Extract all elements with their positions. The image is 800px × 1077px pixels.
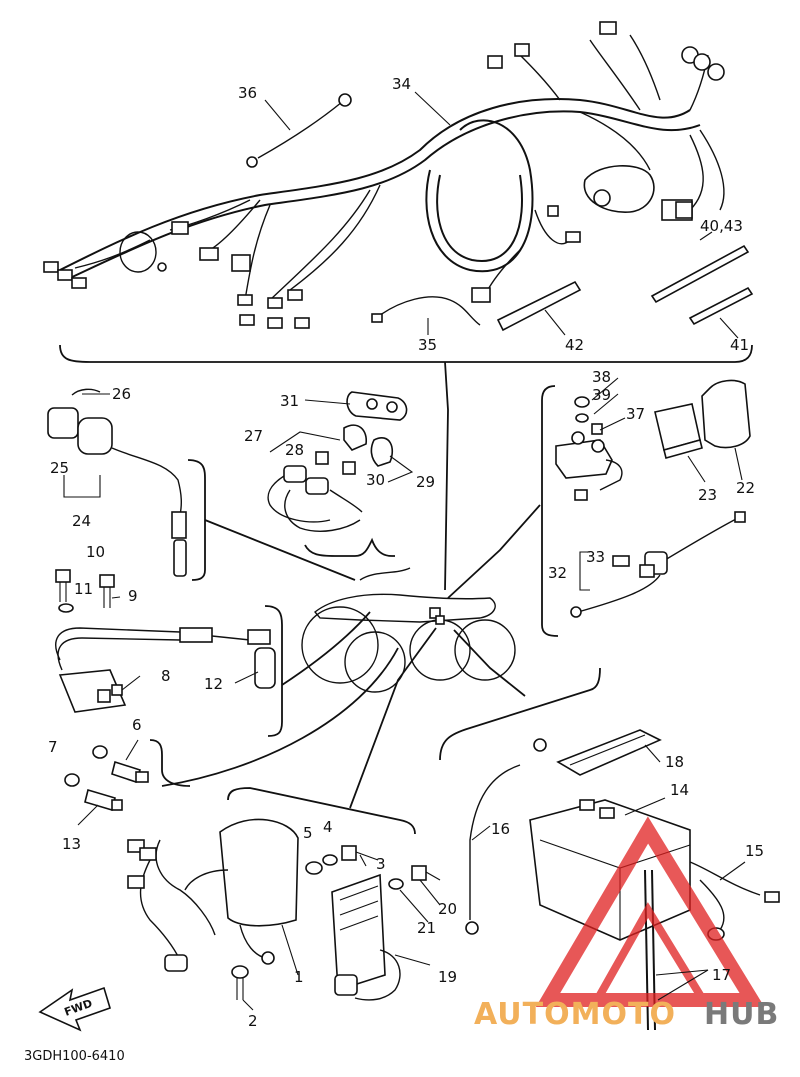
label-15: 15 [745, 842, 764, 860]
label-17: 17 [712, 966, 731, 984]
label-26: 26 [112, 385, 131, 403]
label-9: 9 [128, 587, 138, 605]
cable-band-41 [688, 286, 754, 326]
vehicle-silhouette [301, 567, 516, 693]
label-32: 32 [548, 564, 567, 582]
harness-group-bracket [59, 344, 753, 363]
label-25: 25 [50, 459, 69, 477]
label-2: 2 [248, 1012, 258, 1030]
label-14: 14 [670, 781, 689, 799]
starter-relay-37 [555, 396, 623, 501]
label-31: 31 [280, 392, 299, 410]
label-23: 23 [698, 486, 717, 504]
label-35: 35 [418, 336, 437, 354]
label-39: 39 [592, 386, 611, 404]
relay-group-bracket-right [541, 385, 559, 637]
label-4: 4 [323, 818, 333, 836]
label-30: 30 [366, 471, 385, 489]
relay-cover-22 [701, 379, 751, 449]
label-33: 33 [586, 548, 605, 566]
battery-lead-16 [465, 738, 547, 935]
cdi-group-bracket [227, 787, 416, 835]
label-10: 10 [86, 543, 105, 561]
switch-group-bracket [149, 739, 191, 787]
bolts-20-21 [388, 865, 441, 890]
watermark-triangle [535, 816, 765, 1007]
label-6: 6 [132, 716, 142, 734]
watermark-text: AUTOMOTO HUB [474, 997, 779, 1032]
ground-lead-36 [246, 93, 352, 168]
lead-35 [371, 296, 481, 326]
bolts-9-10-11 [55, 569, 115, 613]
cable-band-40-43 [650, 244, 750, 304]
bolt-2 [231, 965, 249, 1000]
relay-group-bracket [304, 537, 395, 557]
watermark-text-b: HUB [704, 997, 779, 1032]
cdi-unit-1 [127, 818, 299, 972]
label-34: 34 [392, 75, 411, 93]
label-42: 42 [565, 336, 584, 354]
watermark-logo [535, 816, 765, 1007]
watermark-text-a: AUTOMOTO [474, 997, 676, 1032]
label-28: 28 [285, 441, 304, 459]
rectifier-19 [331, 873, 401, 1001]
label-40-43: 40,43 [700, 217, 743, 235]
label-3: 3 [376, 855, 386, 873]
label-36: 36 [238, 84, 257, 102]
relay-parts-27-31 [267, 391, 414, 532]
washers-3-4-5 [305, 845, 379, 875]
pointer-lines [161, 361, 541, 809]
label-37: 37 [626, 405, 645, 423]
coil-group-bracket [264, 605, 283, 737]
relay-23 [654, 403, 703, 459]
label-16: 16 [491, 820, 510, 838]
leader-lines [77, 91, 746, 1011]
switches-6-7-13 [64, 745, 149, 812]
pickup-group-bracket [187, 459, 206, 581]
label-29: 29 [416, 473, 435, 491]
label-7: 7 [48, 738, 58, 756]
label-20: 20 [438, 900, 457, 918]
label-8: 8 [161, 667, 171, 685]
label-1: 1 [294, 968, 304, 986]
brake-cable-32 [570, 511, 746, 618]
label-13: 13 [62, 835, 81, 853]
diagram-code: 3GDH100-6410 [24, 1049, 125, 1064]
label-22: 22 [736, 479, 755, 497]
label-18: 18 [665, 753, 684, 771]
label-5: 5 [303, 824, 313, 842]
battery-band-18 [556, 729, 662, 776]
label-11: 11 [74, 580, 93, 598]
fwd-arrow: FWD [38, 986, 111, 1032]
label-41: 41 [730, 336, 749, 354]
label-38: 38 [592, 368, 611, 386]
pickup-coil-24 [47, 388, 187, 577]
battery-group-bracket [439, 667, 601, 761]
part-labels: 36 34 35 42 40,43 41 26 25 24 31 27 28 3… [48, 75, 764, 1030]
wire-harness [43, 21, 725, 329]
label-27: 27 [244, 427, 263, 445]
label-19: 19 [438, 968, 457, 986]
ignition-coil-8 [55, 627, 276, 713]
label-12: 12 [204, 675, 223, 693]
label-24: 24 [72, 512, 91, 530]
label-21: 21 [417, 919, 436, 937]
cable-band-42 [496, 280, 582, 332]
